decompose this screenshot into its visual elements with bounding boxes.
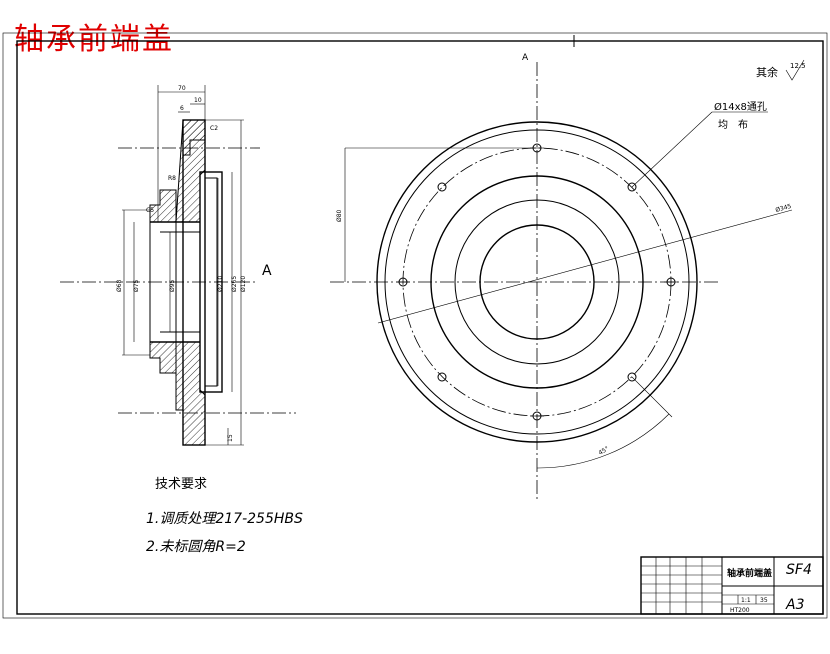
inner-step-circle [454,199,620,365]
front-view: Ø80 Ø345 Ø14x8通孔 均 布 45° A [330,53,792,500]
dim-front-diameter: Ø345 [775,203,793,214]
hole-note-line1: Ø14x8通孔 [714,101,767,113]
spigot-circle [430,175,644,389]
title-block: 轴承前端盖 SF4 A3 1:1 35 HT200 [640,556,824,615]
view-label-a: A [522,53,529,63]
dim-line-diameter [377,209,793,324]
drawing-title: 轴承前端盖 [14,22,174,57]
tech-req-item-2: 2.未标圆角R=2 [146,539,246,555]
dim-angle: 45° [598,445,611,456]
dim-d120: Ø120 [240,276,247,292]
bolt-hole [627,182,637,192]
sheet-inner-border [16,40,824,615]
dim-d68: Ø68 [116,279,123,292]
outer-rim-circle [376,121,698,443]
dim-d265: Ø265 [231,276,238,292]
bolt-hole [437,182,447,192]
dim-angle-arc [536,413,670,469]
tech-req-item-1: 1.调质处理217-255HBS [146,511,303,527]
dim-d210: Ø210 [217,276,224,292]
tb-sheet-size: A3 [785,597,804,613]
tb-scale: 1:1 [741,597,751,604]
bolt-hole [627,372,637,382]
roughness-check [785,59,805,81]
dim-15: 15 [227,434,234,442]
lower-inner-section [149,341,177,374]
spigot-outline [199,171,223,393]
dim-angle-ext [631,376,673,418]
dim-front-height: Ø80 [336,209,343,222]
dim-r8: R8 [168,175,176,182]
bore-circle [479,224,595,340]
tb-drawing-no: SF4 [786,562,812,578]
dim-6: 6 [180,105,184,112]
dim-d95: Ø95 [169,279,176,292]
section-label-a: A [262,263,272,279]
hole-note-line2: 均 布 [718,119,748,131]
technical-requirements: 技术要求 1.调质处理217-255HBS 2.未标圆角R=2 [146,477,303,555]
spigot-face [204,177,218,387]
bolt-hole [437,372,447,382]
sheet-outer-border [2,32,828,619]
tb-part-name: 轴承前端盖 [727,567,772,579]
tb-qty: 35 [760,597,768,604]
tech-req-heading: 技术要求 [155,477,207,492]
dim-c5: C5 [146,207,154,214]
tb-material: HT200 [730,607,750,614]
dim-70: 70 [178,85,186,92]
hole-leader [631,111,713,188]
roughness-prefix: 其余 [756,65,778,79]
dim-chamfer: C2 [210,125,218,132]
outer-chamfer-circle [384,129,690,435]
roughness-symbol: 其余 12.5 [756,59,806,81]
roughness-value: 12.5 [790,62,806,70]
dim-10: 10 [194,97,202,104]
dim-d75: Ø75 [133,279,140,292]
side-section-view: 70 10 6 C2 R8 C5 Ø68 Ø75 Ø95 Ø210 Ø265 Ø… [60,85,296,446]
